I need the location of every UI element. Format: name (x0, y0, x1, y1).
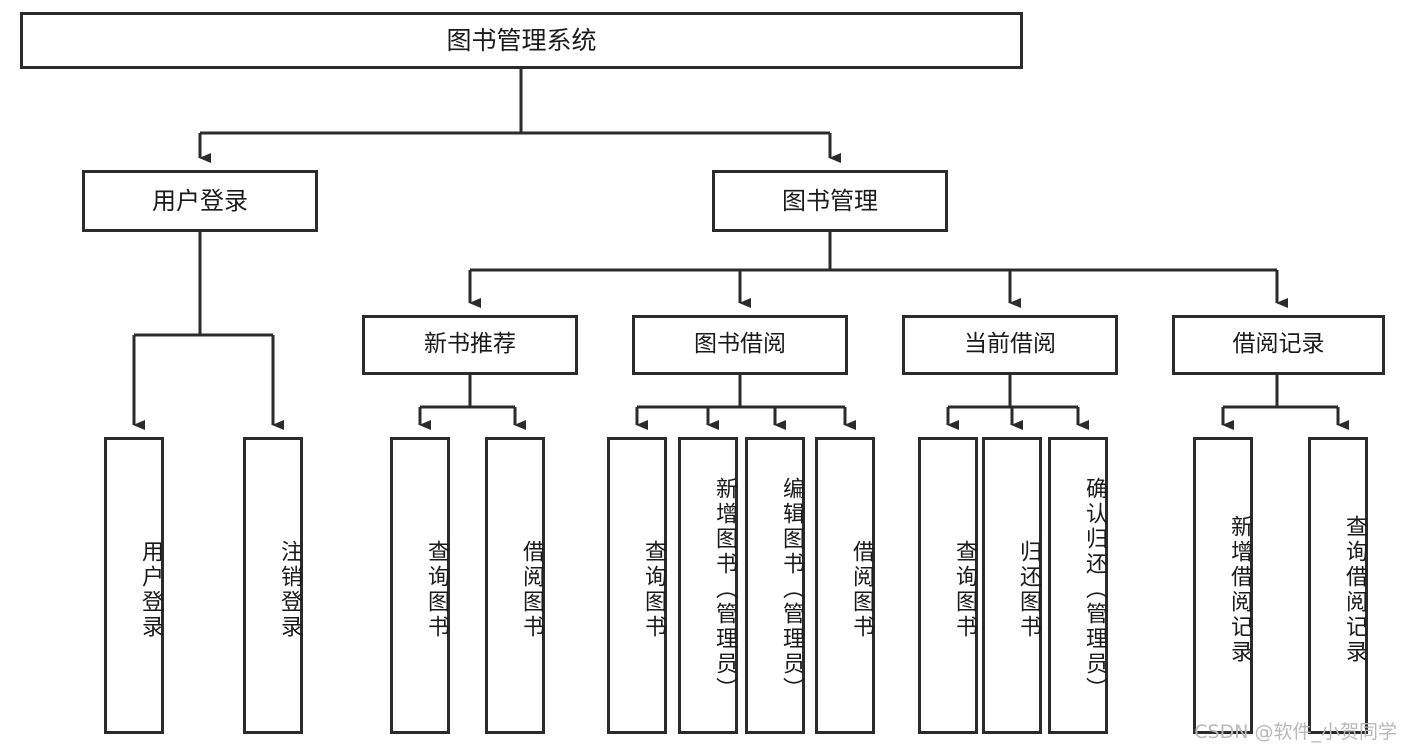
node-leaf-user-login[interactable]: 用户登录 (104, 437, 164, 734)
node-leaf-confirm-return-label: 确认归还（管理员） (1082, 477, 1107, 702)
node-leaf-query-record-label: 查询借阅记录 (1342, 514, 1367, 665)
node-book-borrow[interactable]: 图书借阅 (632, 315, 848, 375)
node-book-manage[interactable]: 图书管理 (712, 170, 948, 232)
node-leaf-borrow-book-2-label: 借阅图书 (849, 539, 874, 640)
node-borrow-record-label: 借阅记录 (1232, 331, 1325, 358)
node-root-label: 图书管理系统 (446, 25, 597, 55)
node-leaf-edit-book-label: 编辑图书（管理员） (779, 477, 804, 702)
node-book-manage-label: 图书管理 (782, 186, 878, 215)
node-leaf-user-logout[interactable]: 注销登录 (243, 437, 303, 734)
node-leaf-borrow-book-1-label: 借阅图书 (519, 539, 544, 640)
node-new-book-recommend-label: 新书推荐 (424, 331, 516, 358)
node-leaf-return-book-label: 归还图书 (1016, 539, 1041, 640)
node-book-borrow-label: 图书借阅 (694, 331, 786, 358)
node-root[interactable]: 图书管理系统 (20, 12, 1023, 69)
node-leaf-query-book-2[interactable]: 查询图书 (607, 437, 667, 734)
node-leaf-user-logout-label: 注销登录 (277, 539, 302, 640)
node-user-login[interactable]: 用户登录 (82, 170, 318, 232)
node-leaf-add-record[interactable]: 新增借阅记录 (1193, 437, 1253, 734)
node-leaf-return-book[interactable]: 归还图书 (982, 437, 1042, 734)
watermark: CSDN @软件_小贺同学 (1194, 721, 1397, 743)
node-leaf-query-record[interactable]: 查询借阅记录 (1308, 437, 1368, 734)
node-new-book-recommend[interactable]: 新书推荐 (362, 315, 578, 375)
node-leaf-query-book-1[interactable]: 查询图书 (390, 437, 450, 734)
node-borrow-record[interactable]: 借阅记录 (1172, 315, 1385, 375)
node-leaf-confirm-return[interactable]: 确认归还（管理员） (1048, 437, 1108, 734)
node-leaf-query-book-3-label: 查询图书 (952, 539, 977, 640)
node-leaf-query-book-2-label: 查询图书 (641, 539, 666, 640)
node-current-borrow[interactable]: 当前借阅 (902, 315, 1118, 375)
node-current-borrow-label: 当前借阅 (964, 331, 1056, 358)
node-leaf-add-record-label: 新增借阅记录 (1227, 514, 1252, 665)
node-leaf-add-book[interactable]: 新增图书（管理员） (678, 437, 738, 734)
node-leaf-add-book-label: 新增图书（管理员） (712, 477, 737, 702)
node-leaf-borrow-book-2[interactable]: 借阅图书 (815, 437, 875, 734)
node-leaf-user-login-label: 用户登录 (138, 539, 163, 640)
node-leaf-query-book-3[interactable]: 查询图书 (918, 437, 978, 734)
node-user-login-label: 用户登录 (152, 186, 248, 215)
node-leaf-query-book-1-label: 查询图书 (424, 539, 449, 640)
node-leaf-borrow-book-1[interactable]: 借阅图书 (485, 437, 545, 734)
node-leaf-edit-book[interactable]: 编辑图书（管理员） (745, 437, 805, 734)
